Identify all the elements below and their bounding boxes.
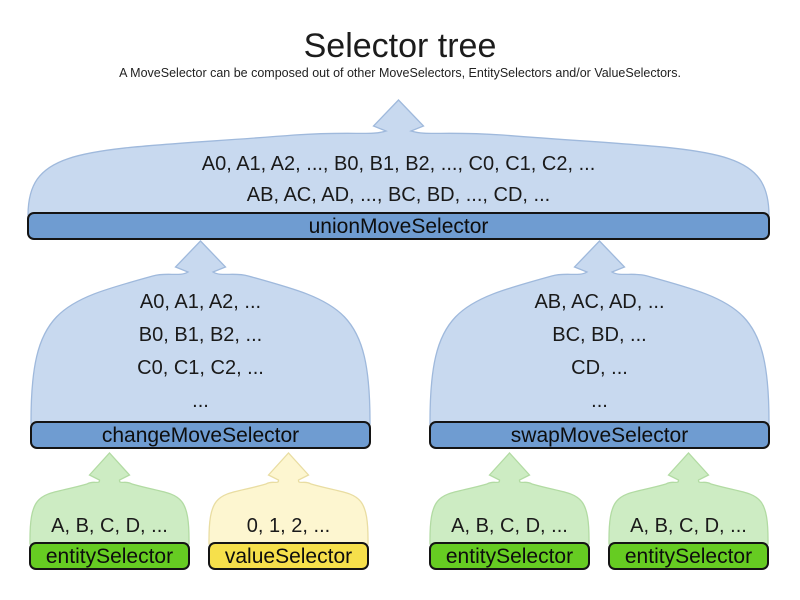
entity-selector-bar: entitySelector bbox=[29, 542, 190, 570]
swap-move-selector-node: AB, AC, AD, ... BC, BD, ... CD, ... ... … bbox=[429, 240, 770, 449]
selection-line: A, B, C, D, ... bbox=[51, 515, 168, 537]
entity-selector-bar: entitySelector bbox=[429, 542, 590, 570]
selection-line: BC, BD, ... bbox=[552, 324, 647, 346]
entity-selector-bar: entitySelector bbox=[608, 542, 769, 570]
selection-line: 0, 1, 2, ... bbox=[246, 515, 331, 537]
selection-items: 0, 1, 2, ... bbox=[208, 511, 369, 541]
swap-move-selector-bar: swapMoveSelector bbox=[429, 421, 770, 449]
dome-up-arrow-shape bbox=[429, 240, 770, 425]
entity-selector-node: A, B, C, D, ... entitySelector bbox=[29, 452, 190, 570]
selection-items: A0, A1, A2, ..., B0, B1, B2, ..., C0, C1… bbox=[27, 149, 770, 211]
selection-line: A, B, C, D, ... bbox=[451, 515, 568, 537]
change-move-selector-bar: changeMoveSelector bbox=[30, 421, 371, 449]
dome-up-arrow-shape bbox=[429, 452, 590, 545]
selection-line: B0, B1, B2, ... bbox=[138, 324, 263, 346]
selection-line: A0, A1, A2, ..., B0, B1, B2, ..., C0, C1… bbox=[201, 153, 596, 175]
selection-line: A, B, C, D, ... bbox=[630, 515, 747, 537]
dome-up-arrow-shape bbox=[29, 452, 190, 545]
union-move-selector-node: A0, A1, A2, ..., B0, B1, B2, ..., C0, C1… bbox=[27, 99, 770, 240]
value-selector-node: 0, 1, 2, ... valueSelector bbox=[208, 452, 369, 570]
selection-items: A0, A1, A2, ... B0, B1, B2, ... C0, C1, … bbox=[30, 286, 371, 418]
selection-line: ... bbox=[591, 390, 608, 412]
dome-up-arrow-shape bbox=[208, 452, 369, 545]
selection-line: C0, C1, C2, ... bbox=[137, 357, 264, 379]
value-selector-bar: valueSelector bbox=[208, 542, 369, 570]
change-move-selector-node: A0, A1, A2, ... B0, B1, B2, ... C0, C1, … bbox=[30, 240, 371, 449]
selection-line: AB, AC, AD, ..., BC, BD, ..., CD, ... bbox=[246, 184, 551, 206]
page-subtitle: A MoveSelector can be composed out of ot… bbox=[119, 66, 681, 80]
selection-line: CD, ... bbox=[571, 357, 628, 379]
selection-line: ... bbox=[192, 390, 209, 412]
dome-up-arrow-shape bbox=[27, 99, 770, 216]
selection-line: A0, A1, A2, ... bbox=[139, 291, 262, 313]
selection-items: A, B, C, D, ... bbox=[429, 511, 590, 541]
page-title: Selector tree bbox=[303, 27, 497, 65]
dome-up-arrow-shape bbox=[30, 240, 371, 425]
dome-up-arrow-shape bbox=[608, 452, 769, 545]
selection-items: A, B, C, D, ... bbox=[608, 511, 769, 541]
selection-items: A, B, C, D, ... bbox=[29, 511, 190, 541]
selection-line: AB, AC, AD, ... bbox=[534, 291, 665, 313]
union-move-selector-bar: unionMoveSelector bbox=[27, 212, 770, 240]
selection-items: AB, AC, AD, ... BC, BD, ... CD, ... ... bbox=[429, 286, 770, 418]
entity-selector-node: A, B, C, D, ... entitySelector bbox=[429, 452, 590, 570]
entity-selector-node: A, B, C, D, ... entitySelector bbox=[608, 452, 769, 570]
